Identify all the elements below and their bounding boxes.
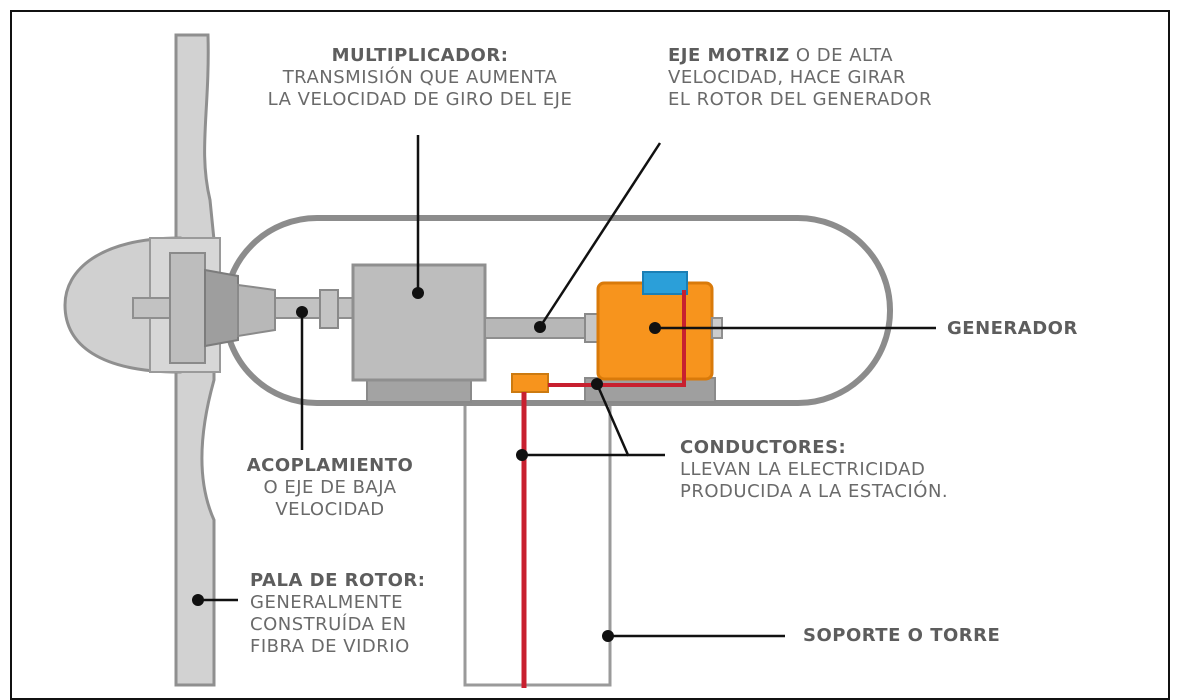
label-soporte: SOPORTE O TORRE — [803, 625, 1000, 647]
low-speed-shaft — [132, 252, 364, 364]
label-conductores-line1: LLEVAN LA ELECTRICIDAD — [680, 459, 926, 480]
label-generador: GENERADOR — [947, 318, 1078, 340]
label-acoplamiento-line2: VELOCIDAD — [275, 499, 385, 520]
label-conductores: CONDUCTORES: LLEVAN LA ELECTRICIDAD PROD… — [680, 437, 948, 503]
label-eje-motriz-line1: VELOCIDAD, HACE GIRAR — [668, 67, 906, 88]
label-multiplicador-line1: TRANSMISIÓN QUE AUMENTA — [282, 67, 558, 88]
label-eje-motriz-title-rest: O DE ALTA — [789, 45, 894, 66]
label-acoplamiento-line1: O EJE DE BAJA — [263, 477, 397, 498]
label-multiplicador: MULTIPLICADOR: TRANSMISIÓN QUE AUMENTA L… — [235, 45, 605, 111]
label-pala-de-rotor: PALA DE ROTOR: GENERALMENTE CONSTRUÍDA E… — [250, 570, 425, 658]
label-pala-line3: FIBRA DE VIDRIO — [250, 636, 410, 657]
label-eje-motriz-title: EJE MOTRIZ — [668, 45, 790, 66]
label-multiplicador-title: MULTIPLICADOR: — [331, 45, 509, 66]
label-eje-motriz-line2: EL ROTOR DEL GENERADOR — [668, 89, 932, 110]
leader-lines — [198, 135, 936, 638]
label-pala-line2: CONSTRUÍDA EN — [250, 614, 407, 635]
label-conductores-line2: PRODUCIDA A LA ESTACIÓN. — [680, 481, 949, 502]
tower — [463, 398, 612, 687]
label-acoplamiento: ACOPLAMIENTO O EJE DE BAJA VELOCIDAD — [225, 455, 435, 521]
label-conductores-title: CONDUCTORES: — [680, 437, 847, 458]
label-multiplicador-line2: LA VELOCIDAD DE GIRO DEL EJE — [267, 89, 573, 110]
label-eje-motriz: EJE MOTRIZ O DE ALTA VELOCIDAD, HACE GIR… — [668, 45, 932, 111]
label-soporte-title: SOPORTE O TORRE — [803, 625, 1001, 646]
generator — [584, 271, 723, 403]
leader-dots — [192, 287, 661, 642]
label-acoplamiento-title: ACOPLAMIENTO — [246, 455, 414, 476]
label-pala-title: PALA DE ROTOR: — [250, 570, 426, 591]
label-pala-line1: GENERALMENTE — [250, 592, 404, 613]
label-generador-title: GENERADOR — [947, 318, 1078, 339]
